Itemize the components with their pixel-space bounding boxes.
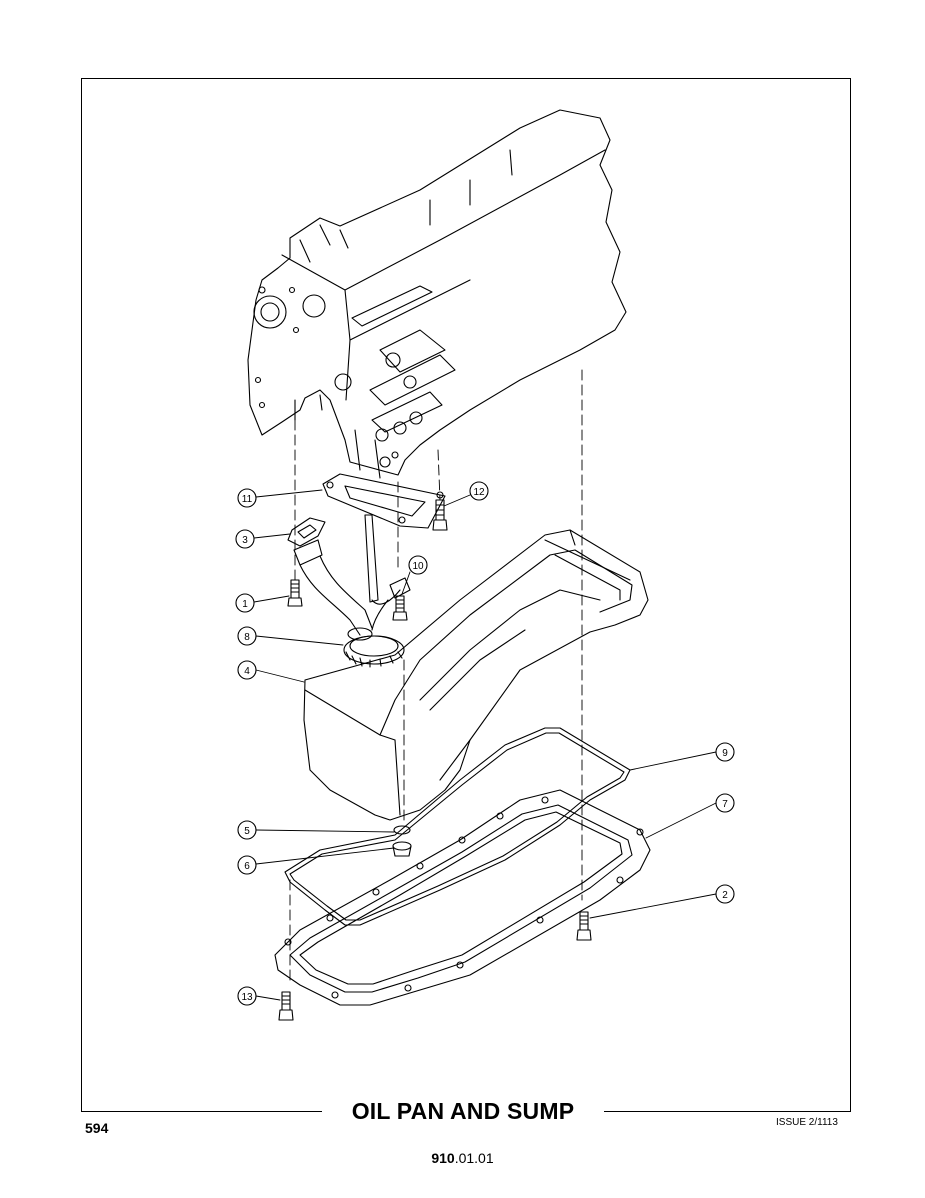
oil-strainer	[343, 627, 405, 668]
callout-5: 5	[237, 820, 257, 840]
reference-bold: 910	[431, 1150, 455, 1166]
callout-7: 7	[715, 793, 735, 813]
callouts: 11 12 3 10 1 8 4 9 7 5 6 2 13	[235, 481, 735, 1006]
drain-plug	[392, 825, 412, 857]
alignment-lines	[289, 369, 583, 986]
pickup-gasket-plate	[322, 473, 446, 529]
section-reference: 910.01.01	[0, 1150, 925, 1166]
bolt-13	[278, 991, 294, 1021]
pan-gasket	[284, 727, 631, 926]
engine-block	[247, 109, 627, 479]
svg-text:8: 8	[244, 632, 250, 643]
callout-9: 9	[715, 742, 735, 762]
callout-12: 12	[469, 481, 489, 501]
bolt-2	[576, 911, 592, 941]
callout-1: 1	[235, 593, 255, 613]
callout-3: 3	[235, 529, 255, 549]
svg-text:1: 1	[242, 599, 248, 610]
flange-gasket	[287, 517, 326, 547]
svg-text:11: 11	[242, 494, 253, 505]
callout-10: 10	[408, 555, 428, 575]
page-number: 594	[85, 1120, 109, 1136]
issue-label: ISSUE 2/1113	[776, 1117, 838, 1128]
callout-2: 2	[715, 884, 735, 904]
svg-text:3: 3	[242, 535, 248, 546]
callout-13: 13	[237, 986, 257, 1006]
callout-6: 6	[237, 855, 257, 875]
svg-text:12: 12	[473, 487, 485, 498]
svg-text:4: 4	[244, 666, 250, 677]
svg-text:10: 10	[412, 561, 424, 572]
oil-pan	[303, 529, 649, 821]
callout-11: 11	[237, 488, 257, 508]
reference-rest: .01.01	[454, 1150, 494, 1166]
svg-text:13: 13	[241, 992, 253, 1003]
svg-text:2: 2	[722, 890, 728, 901]
svg-text:9: 9	[722, 748, 728, 759]
bolt-1	[287, 579, 303, 607]
svg-text:5: 5	[244, 826, 250, 837]
sump-frame	[274, 789, 651, 1006]
svg-text:7: 7	[722, 799, 728, 810]
leader-lines	[253, 489, 717, 1001]
bolt-12	[432, 499, 448, 531]
callout-8: 8	[237, 626, 257, 646]
svg-text:6: 6	[244, 861, 250, 872]
bolt-10	[392, 595, 408, 621]
oil-pickup-tube	[293, 514, 411, 636]
page-title: OIL PAN AND SUMP	[322, 1096, 604, 1126]
callout-4: 4	[237, 660, 257, 680]
